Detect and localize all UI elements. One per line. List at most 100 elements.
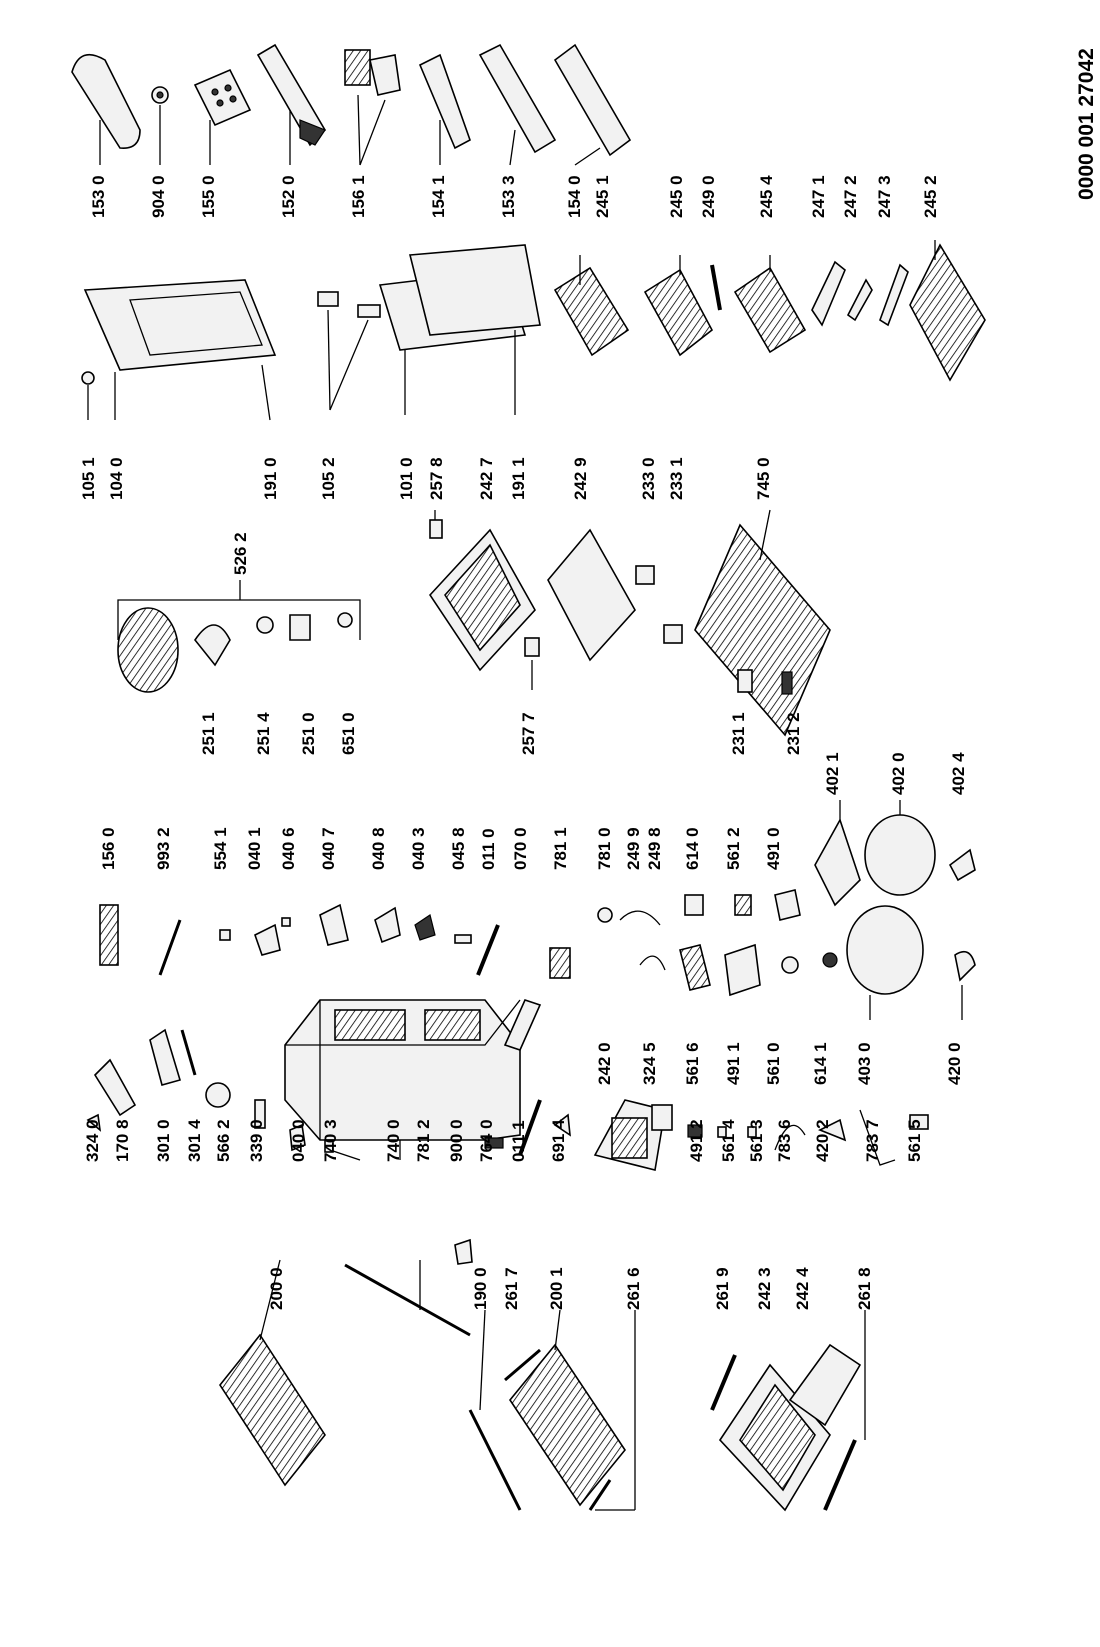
part-900-0-clip bbox=[454, 1238, 473, 1265]
part-label: 040 8 bbox=[369, 827, 388, 870]
part-label: 561 0 bbox=[764, 1042, 783, 1085]
part-label: 200 1 bbox=[547, 1267, 566, 1310]
part-783-6-wire bbox=[774, 1124, 806, 1151]
part-561-2-switch bbox=[734, 894, 752, 916]
part-label: 242 9 bbox=[571, 457, 590, 500]
part-label: 554 1 bbox=[211, 827, 230, 870]
part-781-0-lamp bbox=[597, 907, 613, 923]
part-label: 101 0 bbox=[397, 457, 416, 500]
part-label: 781 0 bbox=[595, 827, 614, 870]
part-label: 070 0 bbox=[511, 827, 530, 870]
part-561-6-relay bbox=[679, 944, 711, 991]
part-label: 324 0 bbox=[83, 1119, 102, 1162]
part-101-0-door bbox=[378, 244, 541, 351]
part-104-0-door bbox=[83, 279, 277, 371]
part-label: 781 2 bbox=[414, 1119, 433, 1162]
part-label: 491 1 bbox=[724, 1042, 743, 1085]
part-251-1-fan bbox=[117, 607, 179, 693]
part-label: 170 8 bbox=[113, 1119, 132, 1162]
part-label: 105 1 bbox=[79, 457, 98, 500]
part-242-9-crisper bbox=[547, 528, 636, 662]
part-491-2-part bbox=[687, 1124, 703, 1138]
part-label: 040 1 bbox=[245, 827, 264, 870]
part-247-1-bracket bbox=[811, 260, 846, 327]
part-491-0-housing bbox=[774, 889, 801, 921]
part-261-7-strip bbox=[504, 1348, 541, 1382]
part-249-9-strip bbox=[619, 910, 661, 926]
part-231-2-clip bbox=[781, 671, 793, 695]
part-257-8-clip bbox=[429, 519, 443, 539]
part-label: 104 0 bbox=[107, 457, 126, 500]
part-label: 245 4 bbox=[757, 175, 776, 218]
part-label: 247 2 bbox=[841, 175, 860, 218]
part-155-0-egg-tray bbox=[193, 68, 252, 127]
part-label: 153 3 bbox=[499, 175, 518, 218]
part-label: 011 0 bbox=[479, 828, 498, 870]
part-label: 249 0 bbox=[699, 175, 718, 218]
part-740-0-cabinet bbox=[284, 999, 521, 1141]
part-045-8-part bbox=[454, 934, 472, 944]
part-label: 040 7 bbox=[319, 827, 338, 870]
part-491-1-housing bbox=[724, 943, 761, 997]
part-label: 191 0 bbox=[261, 457, 280, 500]
part-040-6-part bbox=[281, 917, 291, 927]
part-label: 245 0 bbox=[667, 175, 686, 218]
part-label: 155 0 bbox=[199, 175, 218, 218]
part-label: 301 0 bbox=[154, 1119, 173, 1162]
part-200-1-shelf bbox=[509, 1343, 626, 1507]
part-691-4-clip bbox=[553, 1113, 571, 1137]
part-233-0-clip bbox=[635, 565, 655, 585]
part-label: 247 3 bbox=[875, 175, 894, 218]
part-249-8-strip bbox=[639, 955, 666, 971]
part-label: 257 8 bbox=[427, 457, 446, 500]
part-651-0-lamp bbox=[337, 612, 353, 628]
part-156-1-tray bbox=[344, 49, 401, 96]
part-301-4-strip bbox=[180, 1029, 197, 1076]
part-251-4-ring bbox=[256, 616, 274, 634]
part-561-0-knob bbox=[781, 956, 799, 974]
part-label: 011 1 bbox=[509, 1120, 528, 1162]
part-label: 491 2 bbox=[687, 1119, 706, 1162]
part-label: 745 0 bbox=[754, 457, 773, 500]
part-251-0-plate bbox=[289, 614, 311, 641]
part-label: 781 1 bbox=[551, 827, 570, 870]
part-label: 156 0 bbox=[99, 827, 118, 870]
part-257-7-clip bbox=[524, 637, 540, 657]
part-label: 403 0 bbox=[855, 1042, 874, 1085]
part-label: 233 0 bbox=[639, 457, 658, 500]
part-label: 153 0 bbox=[89, 175, 108, 218]
part-040-1-part bbox=[254, 923, 281, 956]
part-402-4-foot bbox=[948, 848, 976, 882]
part-402-0-compressor bbox=[864, 814, 936, 896]
part-label: 231 2 bbox=[784, 712, 803, 755]
part-070-0-plate bbox=[503, 999, 542, 1051]
part-526-2-kit-bracket bbox=[117, 580, 361, 640]
part-label: 491 0 bbox=[764, 827, 783, 870]
part-242-0-drawer bbox=[593, 1099, 666, 1171]
part-783-7-wire bbox=[859, 1109, 896, 1166]
part-561-3-part bbox=[747, 1126, 757, 1138]
part-label: 420 0 bbox=[945, 1042, 964, 1085]
part-label: 242 0 bbox=[595, 1042, 614, 1085]
part-label: 402 0 bbox=[889, 752, 908, 795]
part-label: 402 1 bbox=[823, 752, 842, 795]
part-label: 231 1 bbox=[729, 712, 748, 755]
part-label: 040 0 bbox=[289, 1119, 308, 1162]
part-040-3-part bbox=[414, 914, 436, 941]
part-label: 904 0 bbox=[149, 175, 168, 218]
part-781-2-rod bbox=[344, 1263, 471, 1337]
part-label: 040 3 bbox=[409, 827, 428, 870]
part-label: 526 2 bbox=[231, 532, 250, 575]
part-label: 339 0 bbox=[247, 1119, 266, 1162]
part-561-4-part bbox=[717, 1126, 727, 1138]
part-156-0-ice-tray bbox=[99, 904, 119, 966]
part-label: 152 0 bbox=[279, 175, 298, 218]
part-label: 402 4 bbox=[949, 752, 968, 795]
part-247-3-bracket bbox=[879, 263, 909, 327]
part-label: 993 2 bbox=[154, 827, 173, 870]
part-261-8-strip bbox=[823, 1439, 857, 1511]
part-label: 614 0 bbox=[683, 827, 702, 870]
part-label: 242 4 bbox=[793, 1267, 812, 1310]
part-label: 261 8 bbox=[855, 1267, 874, 1310]
